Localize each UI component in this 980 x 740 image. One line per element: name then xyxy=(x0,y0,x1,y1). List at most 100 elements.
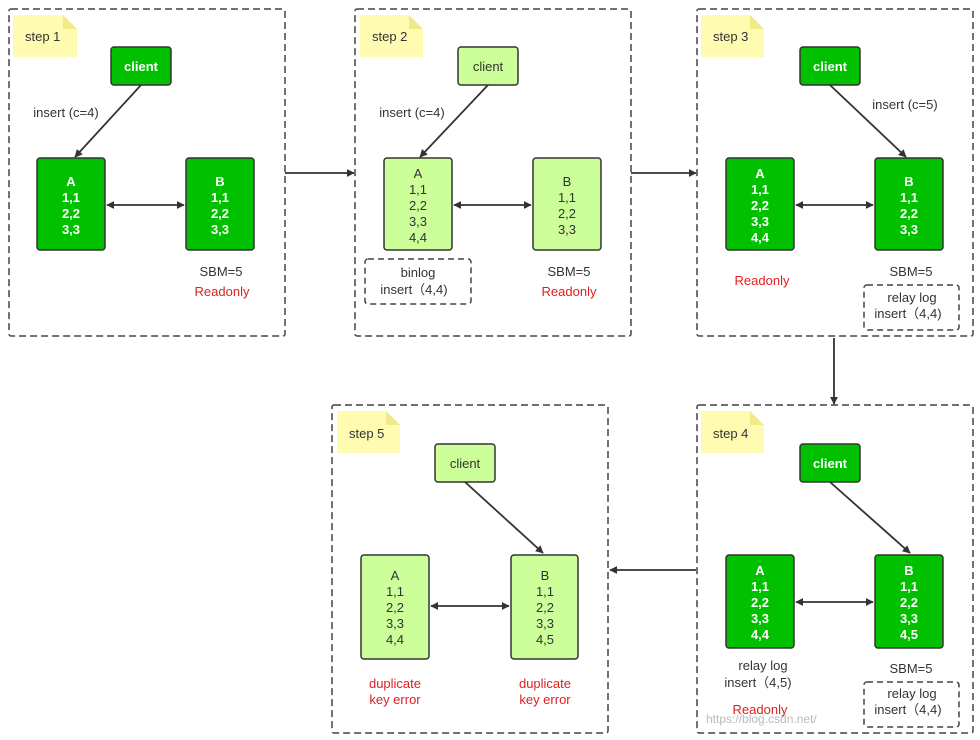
step-1-node-a xyxy=(36,157,106,251)
step-1-note: step 1 xyxy=(13,15,77,57)
step-1-b-row: 3,3 xyxy=(211,222,229,237)
step-4-b-log-entry: insert（4,4) xyxy=(874,702,941,717)
step-1-a-row: 3,3 xyxy=(62,222,80,237)
step-3-client-label: client xyxy=(813,59,848,74)
step-3-b-relaylog-box xyxy=(863,284,960,331)
step-3-a-row: 4,4 xyxy=(751,230,770,245)
step-4-panel: step 4 client A 1,1 2,2 3,3 4,4 B 1,1 2,… xyxy=(696,404,974,734)
step-3-node-b xyxy=(874,157,944,251)
step-2-edge-label: insert (c=4) xyxy=(379,105,444,120)
step-4-note: step 4 xyxy=(701,411,764,453)
step-4-b-title: B xyxy=(904,563,913,578)
step-3-panel: step 3 client insert (c=5) A 1,1 2,2 3,3… xyxy=(696,8,974,337)
step-2-b-row: 2,2 xyxy=(558,206,576,221)
step-1-a-row: 2,2 xyxy=(62,206,80,221)
step-5-a-row: 1,1 xyxy=(386,584,404,599)
step-5-node-a xyxy=(360,554,430,660)
step-4-b-row: 4,5 xyxy=(900,627,918,642)
step-2-client-label: client xyxy=(473,59,504,74)
step-3-b-row: 3,3 xyxy=(900,222,918,237)
step-5-a-row: 4,4 xyxy=(386,632,404,647)
step-1-a-row: 1,1 xyxy=(62,190,80,205)
step-4-client-to-b xyxy=(829,481,911,554)
step-5-b-row: 2,2 xyxy=(536,600,554,615)
step-2-b-row: 3,3 xyxy=(558,222,576,237)
step-5-client-label: client xyxy=(450,456,481,471)
step-2-a-log-title: binlog xyxy=(401,265,436,280)
step-2-a-row: 4,4 xyxy=(409,230,427,245)
step-1-panel: step 1 client insert (c=4) A 1,1 2,2 3,3… xyxy=(8,8,286,337)
step-5-label: step 5 xyxy=(349,426,384,441)
step-4-a-row: 2,2 xyxy=(751,595,769,610)
step-4-a-log-title: relay log xyxy=(738,658,787,673)
step-5-b-title: B xyxy=(541,568,550,583)
step-3-b-row: 1,1 xyxy=(900,190,918,205)
step-1-b-row: 2,2 xyxy=(211,206,229,221)
step-3-edge-label: insert (c=5) xyxy=(872,97,937,112)
step-2-b-status: Readonly xyxy=(542,284,597,299)
step-2-a-row: 3,3 xyxy=(409,214,427,229)
step-3-b-row: 2,2 xyxy=(900,206,918,221)
step-2-a-row: 1,1 xyxy=(409,182,427,197)
step-2-a-title: A xyxy=(414,166,423,181)
step-5-a-row: 3,3 xyxy=(386,616,404,631)
step-5-a-status: duplicate xyxy=(369,676,421,691)
step-3-b-sbm: SBM=5 xyxy=(890,264,933,279)
step-4-a-title: A xyxy=(755,563,765,578)
step-4-b-row: 3,3 xyxy=(900,611,918,626)
step-3-node-a xyxy=(725,157,795,251)
step-5-panel: step 5 client A 1,1 2,2 3,3 4,4 B 1,1 2,… xyxy=(331,404,609,734)
step-4-client-label: client xyxy=(813,456,848,471)
step-1-node-b xyxy=(185,157,255,251)
step-1-edge-label: insert (c=4) xyxy=(33,105,98,120)
step-4-a-row: 1,1 xyxy=(751,579,769,594)
step-4-node-a xyxy=(725,554,795,649)
step-5-b-row: 4,5 xyxy=(536,632,554,647)
step-2-b-sbm: SBM=5 xyxy=(548,264,591,279)
step-4-b-row: 1,1 xyxy=(900,579,918,594)
step-5-node-b xyxy=(510,554,579,660)
step-4-a-row: 4,4 xyxy=(751,627,770,642)
step-5-b-status: key error xyxy=(519,692,571,707)
step-5-b-row: 1,1 xyxy=(536,584,554,599)
step-3-b-log-title: relay log xyxy=(887,290,936,305)
step-3-b-log-entry: insert（4,4) xyxy=(874,306,941,321)
step-1-b-title: B xyxy=(215,174,224,189)
step-2-a-row: 2,2 xyxy=(409,198,427,213)
step-2-note: step 2 xyxy=(360,15,423,57)
step-4-b-log-title: relay log xyxy=(887,686,936,701)
step-5-a-title: A xyxy=(391,568,400,583)
step-4-a-log-entry: insert（4,5) xyxy=(724,675,791,690)
step-4-b-sbm: SBM=5 xyxy=(890,661,933,676)
step-3-b-title: B xyxy=(904,174,913,189)
step-1-b-row: 1,1 xyxy=(211,190,229,205)
step-2-a-binlog-box xyxy=(364,258,472,305)
step-3-client-to-b xyxy=(829,84,907,158)
step-4-b-row: 2,2 xyxy=(900,595,918,610)
step-2-client-to-a xyxy=(419,84,489,158)
step-2-b-row: 1,1 xyxy=(558,190,576,205)
step-5-a-row: 2,2 xyxy=(386,600,404,615)
step-3-a-status: Readonly xyxy=(735,273,790,288)
step-2-label: step 2 xyxy=(372,29,407,44)
step-4-node-b xyxy=(874,554,944,649)
step-3-a-row: 3,3 xyxy=(751,214,769,229)
step-5-a-status: key error xyxy=(369,692,421,707)
watermark: https://blog.csdn.net/ xyxy=(706,712,817,726)
step-3-note: step 3 xyxy=(701,15,764,57)
step-3-a-row: 1,1 xyxy=(751,182,769,197)
step-4-a-status: Readonly xyxy=(733,702,788,717)
step-5-b-status: duplicate xyxy=(519,676,571,691)
step-5-note: step 5 xyxy=(337,411,400,453)
step-1-label: step 1 xyxy=(25,29,60,44)
step-3-label: step 3 xyxy=(713,29,748,44)
step-2-b-title: B xyxy=(563,174,572,189)
step-3-a-row: 2,2 xyxy=(751,198,769,213)
step-4-b-relaylog-box xyxy=(863,681,960,728)
step-1-a-title: A xyxy=(66,174,76,189)
step-1-b-status: Readonly xyxy=(195,284,250,299)
step-2-panel: step 2 client insert (c=4) A 1,1 2,2 3,3… xyxy=(354,8,632,337)
step-4-label: step 4 xyxy=(713,426,748,441)
step-2-node-b xyxy=(532,157,602,251)
